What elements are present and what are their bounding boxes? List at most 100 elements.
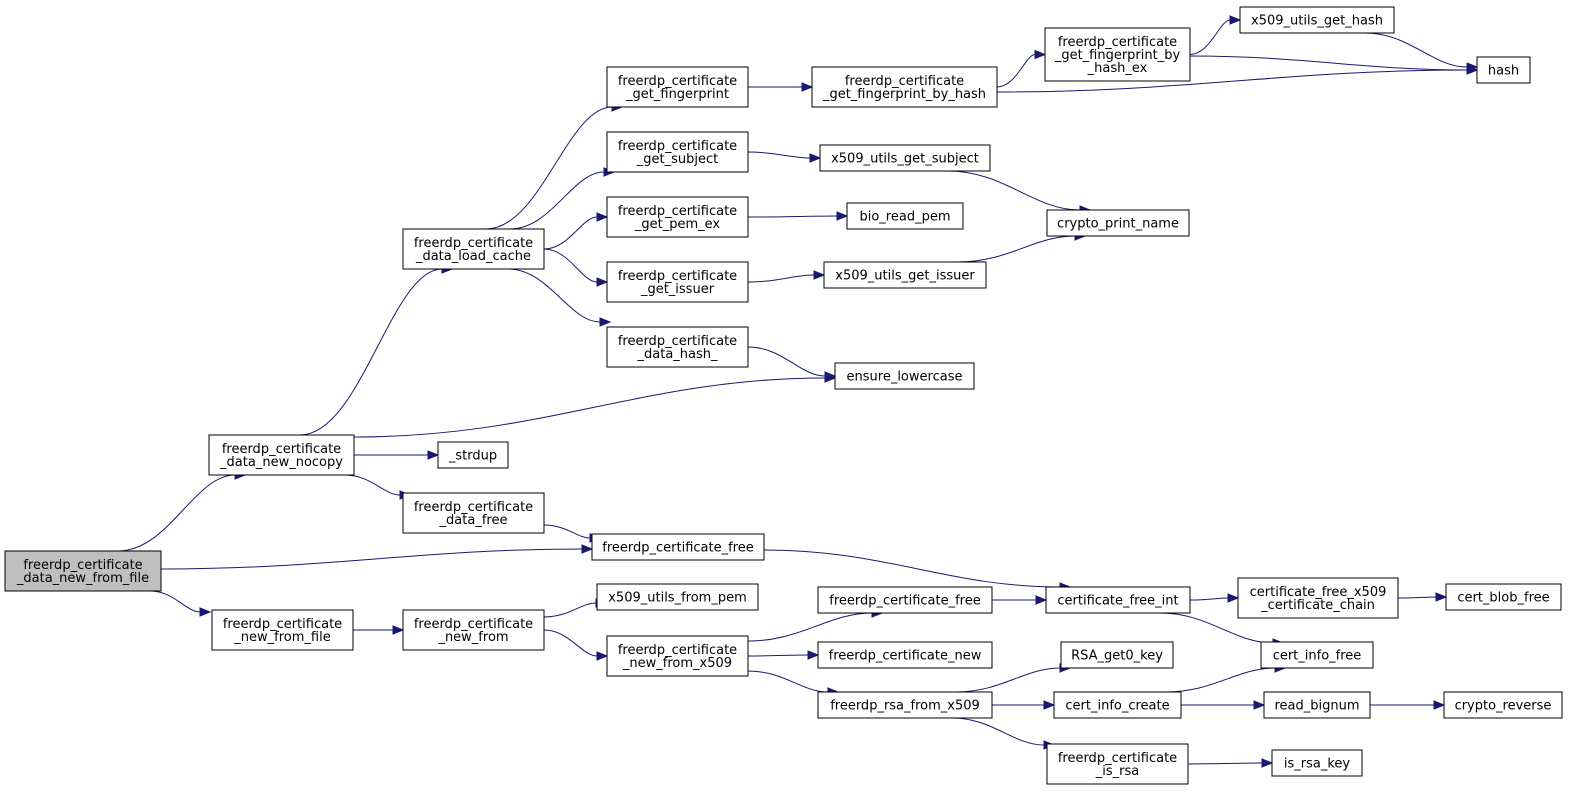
edge-new-nocopy-to-load-cache — [299, 264, 454, 436]
node-ensure-lowercase[interactable]: ensure_lowercase — [834, 362, 975, 390]
node-label: cert_blob_free — [1457, 591, 1549, 606]
node-box — [4, 550, 162, 592]
edge-line — [747, 612, 873, 642]
node-data-free[interactable]: freerdp_certificate_data_free — [402, 492, 545, 534]
edge-line — [1364, 32, 1468, 68]
node-x509-get-hash[interactable]: x509_utils_get_hash — [1239, 6, 1395, 34]
node-label: _get_fingerprint_by — [1054, 48, 1181, 63]
node-hash[interactable]: hash — [1476, 56, 1531, 84]
edge-line — [344, 474, 401, 496]
node-box — [596, 583, 759, 611]
node-read-bignum[interactable]: read_bignum — [1263, 691, 1371, 719]
edge-line — [543, 602, 597, 618]
node-new-from-file[interactable]: freerdp_certificate_new_from_file — [211, 609, 354, 651]
edge-line — [507, 268, 601, 323]
node-data-hash[interactable]: freerdp_certificate_data_hash_ — [606, 326, 749, 368]
edge-cert-free-bot-to-cert-free-int — [991, 595, 1048, 605]
node-label: freerdp_certificate — [1058, 751, 1177, 766]
node-label: _new_from_x509 — [622, 656, 732, 671]
node-cert-info-create[interactable]: cert_info_create — [1053, 691, 1182, 719]
node-box — [606, 196, 749, 238]
node-rsa-from-x509[interactable]: freerdp_rsa_from_x509 — [817, 691, 993, 719]
edge-x509-get-subject-to-crypto-print-name — [947, 170, 1092, 215]
node-new-from-x509[interactable]: freerdp_certificate_new_from_x509 — [606, 635, 749, 677]
edge-chain-free-to-cert-blob-free — [1397, 592, 1448, 602]
node-cert-free-top[interactable]: freerdp_certificate_free — [591, 533, 765, 561]
node-get-pem-ex[interactable]: freerdp_certificate_get_pem_ex — [606, 196, 749, 238]
node-label: _is_rsa — [1095, 764, 1139, 779]
node-label: x509_utils_from_pem — [608, 591, 747, 606]
node-label: freerdp_certificate — [223, 617, 342, 632]
edge-root-to-new-nocopy — [117, 470, 247, 552]
node-label: _data_free — [439, 513, 508, 528]
node-label: _get_issuer — [640, 282, 715, 297]
node-get-subject[interactable]: freerdp_certificate_get_subject — [606, 131, 749, 173]
node-box — [817, 691, 993, 719]
node-crypto-reverse[interactable]: crypto_reverse — [1443, 691, 1563, 719]
node-box — [606, 635, 749, 677]
node-label: freerdp_certificate — [1058, 35, 1177, 50]
node-box — [846, 202, 964, 230]
node-x509-from-pem[interactable]: x509_utils_from_pem — [596, 583, 759, 611]
node-box — [1263, 691, 1371, 719]
edge-arrowhead — [1034, 49, 1047, 60]
node-chain-free[interactable]: certificate_free_x509_certificate_chain — [1237, 577, 1399, 619]
node-cert-free-int[interactable]: certificate_free_int — [1045, 586, 1191, 614]
node-box — [437, 441, 509, 469]
node-root[interactable]: freerdp_certificate_data_new_from_file — [4, 550, 162, 592]
node-is-rsa-key[interactable]: is_rsa_key — [1271, 749, 1363, 777]
node-box — [1260, 641, 1374, 669]
node-label: _get_pem_ex — [634, 217, 721, 232]
edge-arrowhead — [1261, 758, 1274, 768]
edge-arrowhead — [1253, 700, 1266, 710]
node-fp-by-hash-ex[interactable]: freerdp_certificate_get_fingerprint_by_h… — [1044, 27, 1191, 82]
edge-line — [1397, 596, 1437, 599]
edge-line — [160, 548, 583, 570]
node-bio-read-pem[interactable]: bio_read_pem — [846, 202, 964, 230]
node-box — [1443, 691, 1563, 719]
node-get-issuer[interactable]: freerdp_certificate_get_issuer — [606, 261, 749, 303]
edge-line — [509, 171, 605, 230]
node-label: bio_read_pem — [859, 210, 950, 225]
node-get-fingerprint[interactable]: freerdp_certificate_get_fingerprint — [606, 66, 749, 108]
node-box — [1046, 209, 1190, 237]
node-cert-blob-free[interactable]: cert_blob_free — [1445, 583, 1562, 611]
edge-line — [543, 248, 598, 283]
node-box — [606, 131, 749, 173]
node-label: freerdp_certificate — [222, 442, 341, 457]
node-label: x509_utils_get_hash — [1251, 14, 1383, 29]
edge-load-cache-to-get-pem-ex — [543, 212, 609, 250]
edge-new-nocopy-to-strdup — [353, 450, 440, 460]
node-box — [208, 434, 355, 476]
node-crypto-print-name[interactable]: crypto_print_name — [1046, 209, 1190, 237]
node-label: _get_fingerprint — [625, 87, 729, 102]
node-label: crypto_reverse — [1455, 699, 1552, 714]
node-label: freerdp_certificate — [618, 334, 737, 349]
node-strdup[interactable]: _strdup — [437, 441, 509, 469]
edge-read-bignum-to-crypto-reverse — [1370, 700, 1446, 710]
node-label: freerdp_certificate — [618, 74, 737, 89]
node-cert-info-free[interactable]: cert_info_free — [1260, 641, 1374, 669]
edge-arrowhead — [427, 450, 440, 460]
edge-line — [485, 106, 613, 230]
node-load-cache[interactable]: freerdp_certificate_data_load_cache — [402, 228, 545, 270]
node-label: _strdup — [448, 449, 497, 464]
edge-line — [951, 717, 1045, 746]
node-is-rsa[interactable]: freerdp_certificate_is_rsa — [1046, 743, 1189, 785]
node-cert-free-bot[interactable]: freerdp_certificate_free — [817, 586, 993, 614]
edge-get-issuer-to-x509-get-issuer — [747, 270, 826, 283]
node-rsa-get0-key[interactable]: RSA_get0_key — [1060, 641, 1174, 669]
node-cert-new[interactable]: freerdp_certificate_new — [817, 641, 993, 669]
node-box — [1046, 743, 1189, 785]
node-label: certificate_free_x509 — [1250, 585, 1387, 600]
node-x509-get-subject[interactable]: x509_utils_get_subject — [819, 144, 991, 172]
node-new-from[interactable]: freerdp_certificate_new_from — [402, 609, 545, 651]
edge-get-subject-to-x509-get-subject — [747, 151, 822, 163]
edge-arrowhead — [596, 212, 609, 222]
node-fp-by-hash[interactable]: freerdp_certificate_get_fingerprint_by_h… — [811, 66, 998, 108]
edge-rsa-from-x509-to-is-rsa — [951, 717, 1056, 750]
node-new-nocopy[interactable]: freerdp_certificate_data_new_nocopy — [208, 434, 355, 476]
node-label: freerdp_certificate — [618, 643, 737, 658]
node-x509-get-issuer[interactable]: x509_utils_get_issuer — [823, 261, 987, 289]
